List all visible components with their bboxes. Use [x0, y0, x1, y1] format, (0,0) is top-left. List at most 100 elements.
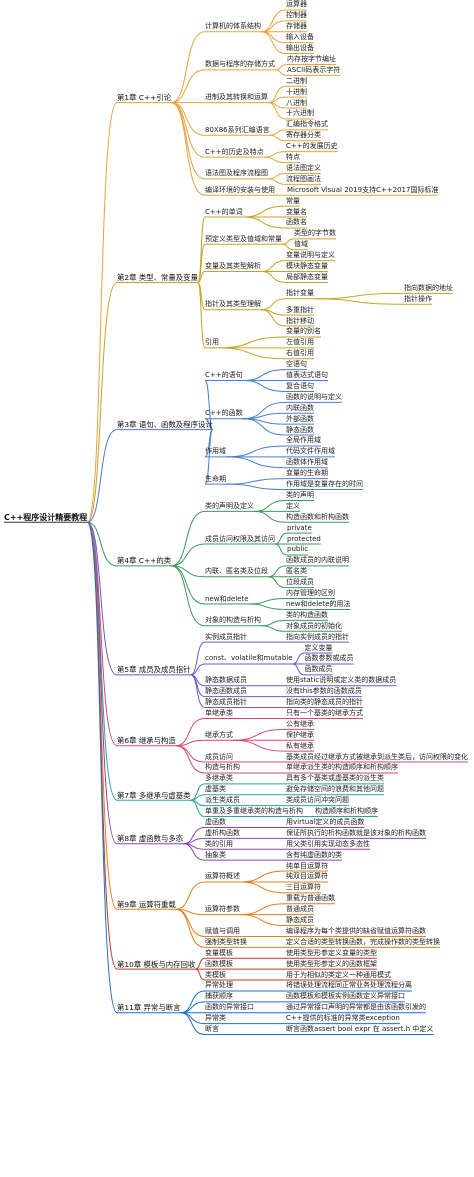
connector-line — [195, 968, 206, 981]
chapter-node: 第7章 多继承与虚基类 — [117, 790, 191, 800]
topic-node: 多继承类 — [205, 774, 233, 783]
connector-line — [225, 483, 287, 491]
connector-line — [190, 799, 206, 818]
topic-node: 静态成员指针 — [205, 698, 247, 707]
leaf-node: C++提供的标准的异常类exception — [286, 1014, 400, 1023]
topic-node: 运算符参数 — [205, 905, 240, 914]
connector-line — [292, 663, 305, 676]
leaf-node: C++的发展历史 — [286, 142, 338, 151]
subleaf-node: 指向数据的地址 — [404, 283, 453, 292]
connector-line — [267, 172, 287, 180]
connector-line — [171, 543, 206, 567]
topic-node: 成员访问 — [205, 752, 233, 761]
connector-line — [260, 31, 287, 44]
leaf-node: 使用类型形参定义的函数框架 — [286, 959, 377, 968]
connector-line — [175, 745, 206, 774]
leaf-node: 断言函数assert bool expr 在 assert.h 中定义 — [286, 1025, 434, 1034]
topic-node: 虚析构函数 — [205, 828, 240, 837]
leaf-node: 保证所执行的析构函数就是该对象的析构函数 — [286, 828, 426, 837]
leaf-node: private — [287, 523, 312, 532]
leaf-node: 变量的生命期 — [286, 469, 328, 478]
topic-node: 数据与程序的存储方式 — [205, 60, 275, 69]
topic-node: 单继承类 — [205, 708, 233, 717]
leaf-node: 类型的字节数 — [294, 229, 336, 238]
topic-node: 编译环境的安装与使用 — [205, 185, 275, 194]
leaf-node: 复合语句 — [286, 381, 314, 390]
leaf-node: 普通成员 — [286, 905, 314, 914]
topic-node: 构造与析构 — [205, 763, 240, 772]
connector-line — [171, 102, 206, 180]
leaf-node: 具有多个基类或虚基类的派生类 — [286, 774, 384, 783]
connector-line — [180, 1001, 206, 1014]
leaf-node: 指向实例成员的指针 — [286, 632, 349, 641]
connector-line — [183, 843, 206, 861]
leaf-node: 函数的说明与定义 — [286, 392, 342, 401]
chapter-node: 第4章 C++的类 — [117, 556, 172, 566]
connector-line — [242, 418, 287, 436]
leaf-node: 函数参数或成员 — [304, 654, 354, 663]
connector-line — [87, 429, 118, 523]
topic-node: 计算机的体系结构 — [205, 22, 261, 31]
connector-line — [242, 369, 287, 382]
leaf-node: 保护继承 — [286, 730, 314, 739]
connector-line — [197, 216, 206, 283]
topic-node: 强制类型转换 — [205, 937, 247, 946]
leaf-node: 作用域是变量存在的时间 — [286, 480, 363, 489]
leaf-node: 使用static说明或定义类的数据成员 — [286, 676, 397, 685]
connector-line — [204, 429, 214, 485]
leaf-node: 二进制 — [286, 76, 307, 85]
leaf-node: 编译程序为每个类提供的缺省赋值运算符函数 — [286, 926, 426, 935]
connector-line — [171, 102, 206, 136]
topic-node: 静态数据成员 — [205, 676, 247, 685]
leaf-node: 运算器 — [286, 0, 307, 9]
leaf-node: 特点 — [286, 153, 300, 162]
leaf-node: 类成员访问冲突问题 — [286, 796, 349, 805]
connector-line — [190, 674, 206, 709]
subleaf-node: 指针操作 — [404, 294, 432, 303]
leaf-node: 内存管理的区别 — [286, 589, 335, 598]
leaf-node: 三目运算符 — [286, 883, 321, 892]
connector-line — [190, 641, 206, 676]
topic-node: 继承方式 — [205, 730, 233, 739]
leaf-node: 内联函数 — [286, 403, 314, 412]
leaf-node: 指针变量 — [286, 289, 314, 298]
leaf-node: 重载为普通函数 — [286, 894, 335, 903]
topic-node: 抽象类 — [205, 850, 226, 859]
connector-line — [260, 625, 287, 632]
connector-line — [239, 914, 287, 927]
connector-line — [253, 510, 287, 523]
connector-line — [239, 881, 287, 894]
leaf-node: 内存按字节编址 — [287, 54, 336, 63]
leaf-node: 基类成员经过继承方式被继承到派生类后，访问权限的变化 — [286, 752, 468, 761]
leaf-node: 没有this参数的函数成员 — [286, 687, 362, 696]
leaf-node: 避免存储空间的浪费和其他问题 — [286, 785, 384, 794]
leaf-node: new和delete的用法 — [286, 599, 351, 608]
topic-node: 函数模板 — [205, 959, 233, 968]
leaf-node: ASCII码表示字符 — [287, 65, 341, 74]
connector-line — [267, 565, 287, 578]
leaf-node: 定义合适的类型转换函数，完成操作数的类型转换 — [286, 937, 440, 946]
leaf-node: 变量的别名 — [286, 327, 321, 336]
leaf-node: 语法图定义 — [286, 163, 321, 172]
connector-line — [260, 31, 287, 55]
connector-line — [267, 85, 287, 104]
leaf-node: 静态成员 — [286, 916, 314, 925]
topic-node: 断言 — [205, 1025, 219, 1034]
leaf-node: 单继承派生类的构造顺序和析构顺序 — [286, 763, 398, 772]
leaf-node: 指向类的静态成员的指针 — [286, 698, 363, 707]
connector-line — [218, 347, 287, 360]
leaf-node: 输入设备 — [286, 33, 314, 42]
leaf-node: 寄存器分类 — [286, 131, 321, 140]
topic-node: 成员访问权限及其访问 — [205, 534, 275, 543]
topic-node: 变量模板 — [205, 948, 233, 957]
leaf-node: 值表达式语句 — [286, 371, 328, 380]
leaf-node: 十进制 — [286, 87, 307, 96]
topic-node: 函数的异常接口 — [205, 1003, 254, 1012]
chapter-node: 第5章 成员及成员指针 — [117, 665, 191, 675]
connector-line — [180, 1012, 206, 1025]
leaf-node: 函数名 — [286, 218, 307, 227]
connector-line — [263, 151, 287, 158]
connector-line — [260, 271, 287, 283]
leaf-node: 对象成员的初始化 — [286, 621, 342, 630]
connector-line — [171, 565, 206, 605]
